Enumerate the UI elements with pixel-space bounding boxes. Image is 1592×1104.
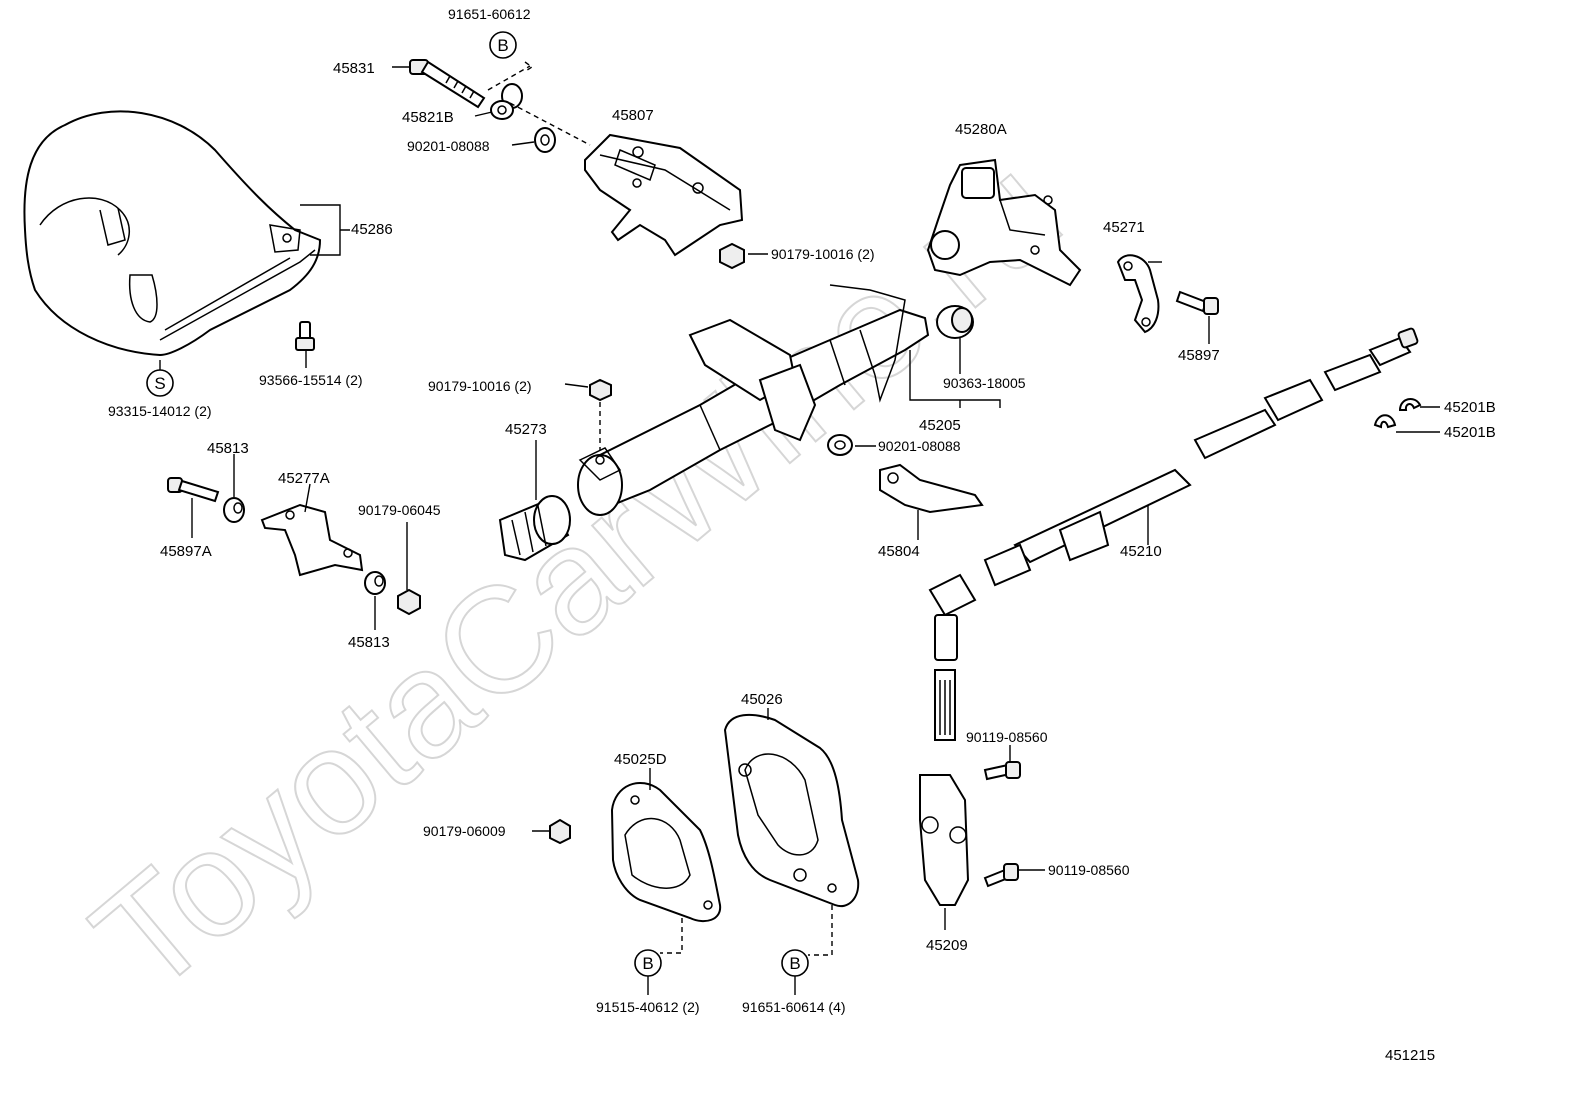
- shaft-45210: [983, 327, 1419, 587]
- washer-90201-top: [534, 127, 556, 153]
- screw-93566: [295, 321, 315, 351]
- cover-45025d: [610, 781, 722, 923]
- label-90201-08088-mid: 90201-08088: [878, 438, 961, 454]
- label-45286: 45286: [351, 221, 393, 238]
- label-90119-08560-a: 90119-08560: [966, 729, 1048, 745]
- part-labels: 91651-60612 45831 45821B 90201-08088 458…: [108, 6, 1496, 1064]
- marker-b-bottom-right: B: [781, 949, 809, 977]
- column-cover-45286: [23, 110, 322, 357]
- label-45271: 45271: [1103, 219, 1145, 236]
- plate-45026: [723, 713, 860, 908]
- leader-lines: [159, 61, 1440, 995]
- label-45807: 45807: [612, 107, 654, 124]
- label-45897: 45897: [1178, 347, 1220, 364]
- label-91651-60612: 91651-60612: [448, 6, 531, 22]
- joint-45209: [919, 573, 977, 906]
- label-90179-10016-b: 90179-10016 (2): [428, 378, 532, 394]
- label-93315-14012: 93315-14012 (2): [108, 403, 212, 419]
- label-90363-18005: 90363-18005: [943, 375, 1026, 391]
- svg-text:S: S: [154, 374, 165, 393]
- bearing-90363: [936, 305, 974, 339]
- diagram-code: 451215: [1385, 1047, 1435, 1064]
- label-45277a: 45277A: [278, 470, 330, 487]
- label-91515-40612: 91515-40612 (2): [596, 999, 700, 1015]
- label-45813-bot: 45813: [348, 634, 390, 651]
- bushing-45273: [498, 495, 571, 562]
- bolt-90119-b: [983, 863, 1019, 888]
- bracket-45807: [584, 133, 744, 257]
- marker-b-bottom-left: B: [634, 949, 662, 977]
- nut-45821b: [490, 83, 523, 120]
- collar-45813-bot: [364, 571, 386, 595]
- clip-45201b-b: [1373, 414, 1397, 429]
- marker-b-top: B: [489, 31, 517, 59]
- label-45813-top: 45813: [207, 440, 249, 457]
- nut-90179-06009: [549, 818, 571, 845]
- label-91651-60614: 91651-60614 (4): [742, 999, 846, 1015]
- label-90201-08088-top: 90201-08088: [407, 138, 490, 154]
- label-45210: 45210: [1120, 543, 1162, 560]
- label-45821b: 45821B: [402, 109, 454, 126]
- bracket-45277a: [260, 503, 364, 577]
- label-90179-10016-a: 90179-10016 (2): [771, 246, 875, 262]
- svg-text:B: B: [642, 954, 653, 973]
- bracket-45804: [879, 463, 984, 514]
- plate-45271: [1116, 254, 1160, 334]
- marker-s: S: [146, 369, 174, 397]
- label-45273: 45273: [505, 421, 547, 438]
- bolt-45897: [1175, 290, 1219, 315]
- label-45026: 45026: [741, 691, 783, 708]
- svg-text:B: B: [789, 954, 800, 973]
- nut-90179-10016-b: [589, 378, 612, 402]
- label-45831: 45831: [333, 60, 375, 77]
- bolt-45831: [409, 59, 486, 109]
- bolt-90119-a: [983, 761, 1021, 781]
- label-45209: 45209: [926, 937, 968, 954]
- label-45201b-1: 45201B: [1444, 399, 1496, 416]
- nut-90179-10016-a: [719, 242, 745, 270]
- lock-housing-45280a: [926, 158, 1082, 287]
- label-90119-08560-b: 90119-08560: [1048, 862, 1130, 878]
- label-90179-06009: 90179-06009: [423, 823, 506, 839]
- label-45280a: 45280A: [955, 121, 1007, 138]
- bolt-45897a: [167, 477, 220, 503]
- label-93566-15514: 93566-15514 (2): [259, 372, 363, 388]
- label-45025d: 45025D: [614, 751, 667, 768]
- collar-45813-top: [223, 497, 245, 523]
- label-45804: 45804: [878, 543, 920, 560]
- label-90179-06045: 90179-06045: [358, 502, 441, 518]
- label-45201b-2: 45201B: [1444, 424, 1496, 441]
- label-45205: 45205: [919, 417, 961, 434]
- column-tube-45205: [577, 284, 930, 516]
- nut-90179-06045: [397, 588, 421, 616]
- svg-text:B: B: [497, 36, 508, 55]
- clip-45201b-a: [1398, 398, 1422, 411]
- washer-90201-mid: [827, 434, 853, 456]
- label-45897a: 45897A: [160, 543, 212, 560]
